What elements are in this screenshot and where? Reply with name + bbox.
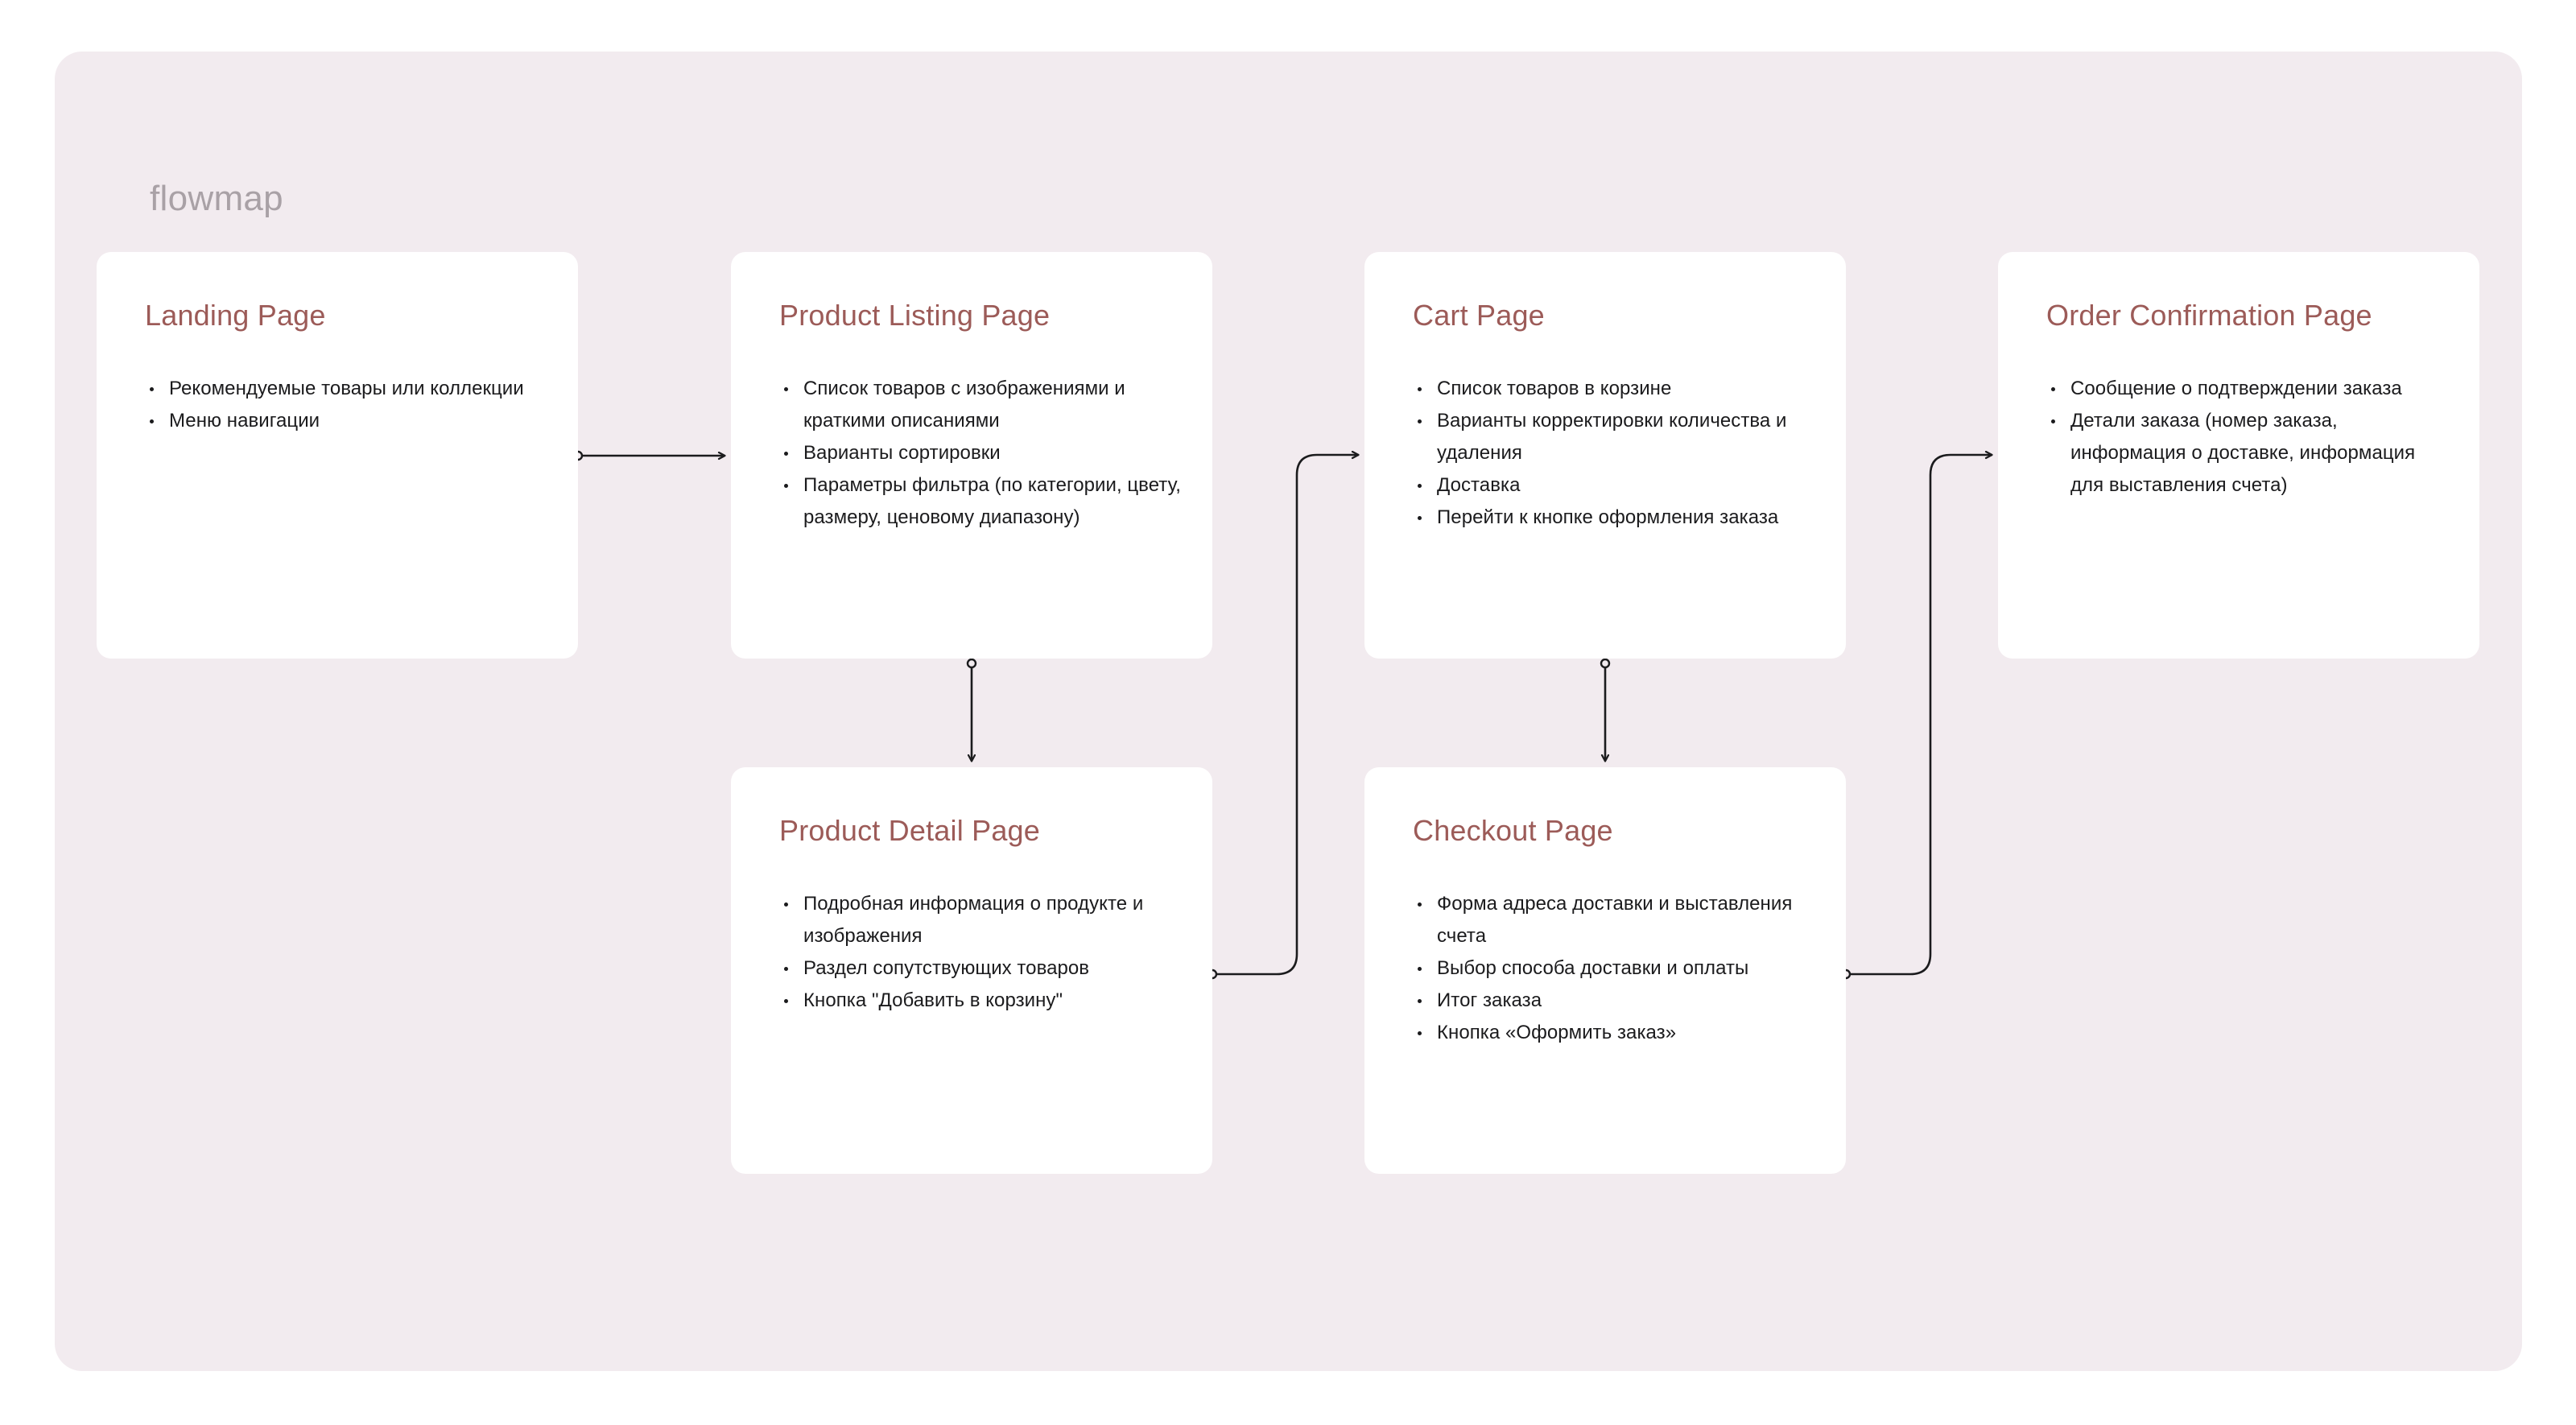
- list-item: Кнопка «Оформить заказ»: [1408, 1017, 1818, 1049]
- list-item: Подробная информация о продукте и изобра…: [774, 888, 1185, 952]
- list-item: Рекомендуемые товары или коллекции: [140, 373, 551, 405]
- list-item: Раздел сопутствующих товаров: [774, 952, 1185, 985]
- list-item: Доставка: [1408, 469, 1818, 502]
- node-card-checkout-page[interactable]: Checkout Page Форма адреса доставки и вы…: [1364, 767, 1846, 1174]
- node-feature-list: Рекомендуемые товары или коллекции Меню …: [140, 373, 551, 437]
- list-item: Кнопка "Добавить в корзину": [774, 985, 1185, 1017]
- list-item: Перейти к кнопке оформления заказа: [1408, 502, 1818, 534]
- node-title: Checkout Page: [1413, 814, 1613, 847]
- node-title: Landing Page: [145, 299, 326, 332]
- node-title: Order Confirmation Page: [2046, 299, 2372, 332]
- list-item: Список товаров в корзине: [1408, 373, 1818, 405]
- node-card-product-listing-page[interactable]: Product Listing Page Список товаров с из…: [731, 252, 1212, 659]
- list-item: Итог заказа: [1408, 985, 1818, 1017]
- list-item: Сообщение о подтверждении заказа: [2041, 373, 2452, 405]
- list-item: Список товаров с изображениями и кратким…: [774, 373, 1185, 437]
- flowmap-panel: flowmap: [55, 52, 2522, 1371]
- list-item: Форма адреса доставки и выставления счет…: [1408, 888, 1818, 952]
- node-feature-list: Сообщение о подтверждении заказа Детали …: [2041, 373, 2452, 502]
- node-feature-list: Форма адреса доставки и выставления счет…: [1408, 888, 1818, 1049]
- node-title: Cart Page: [1413, 299, 1545, 332]
- list-item: Варианты сортировки: [774, 437, 1185, 469]
- node-card-product-detail-page[interactable]: Product Detail Page Подробная информация…: [731, 767, 1212, 1174]
- node-card-order-confirmation-page[interactable]: Order Confirmation Page Сообщение о подт…: [1998, 252, 2479, 659]
- node-card-landing-page[interactable]: Landing Page Рекомендуемые товары или ко…: [97, 252, 578, 659]
- list-item: Варианты корректировки количества и удал…: [1408, 405, 1818, 469]
- page-title: flowmap: [150, 179, 283, 218]
- list-item: Меню навигации: [140, 405, 551, 437]
- node-feature-list: Список товаров в корзине Варианты коррек…: [1408, 373, 1818, 534]
- node-feature-list: Список товаров с изображениями и кратким…: [774, 373, 1185, 534]
- list-item: Детали заказа (номер заказа, информация …: [2041, 405, 2452, 502]
- list-item: Выбор способа доставки и оплаты: [1408, 952, 1818, 985]
- node-title: Product Listing Page: [779, 299, 1051, 332]
- node-title: Product Detail Page: [779, 814, 1040, 847]
- node-feature-list: Подробная информация о продукте и изобра…: [774, 888, 1185, 1017]
- node-card-cart-page[interactable]: Cart Page Список товаров в корзине Вариа…: [1364, 252, 1846, 659]
- list-item: Параметры фильтра (по категории, цвету, …: [774, 469, 1185, 534]
